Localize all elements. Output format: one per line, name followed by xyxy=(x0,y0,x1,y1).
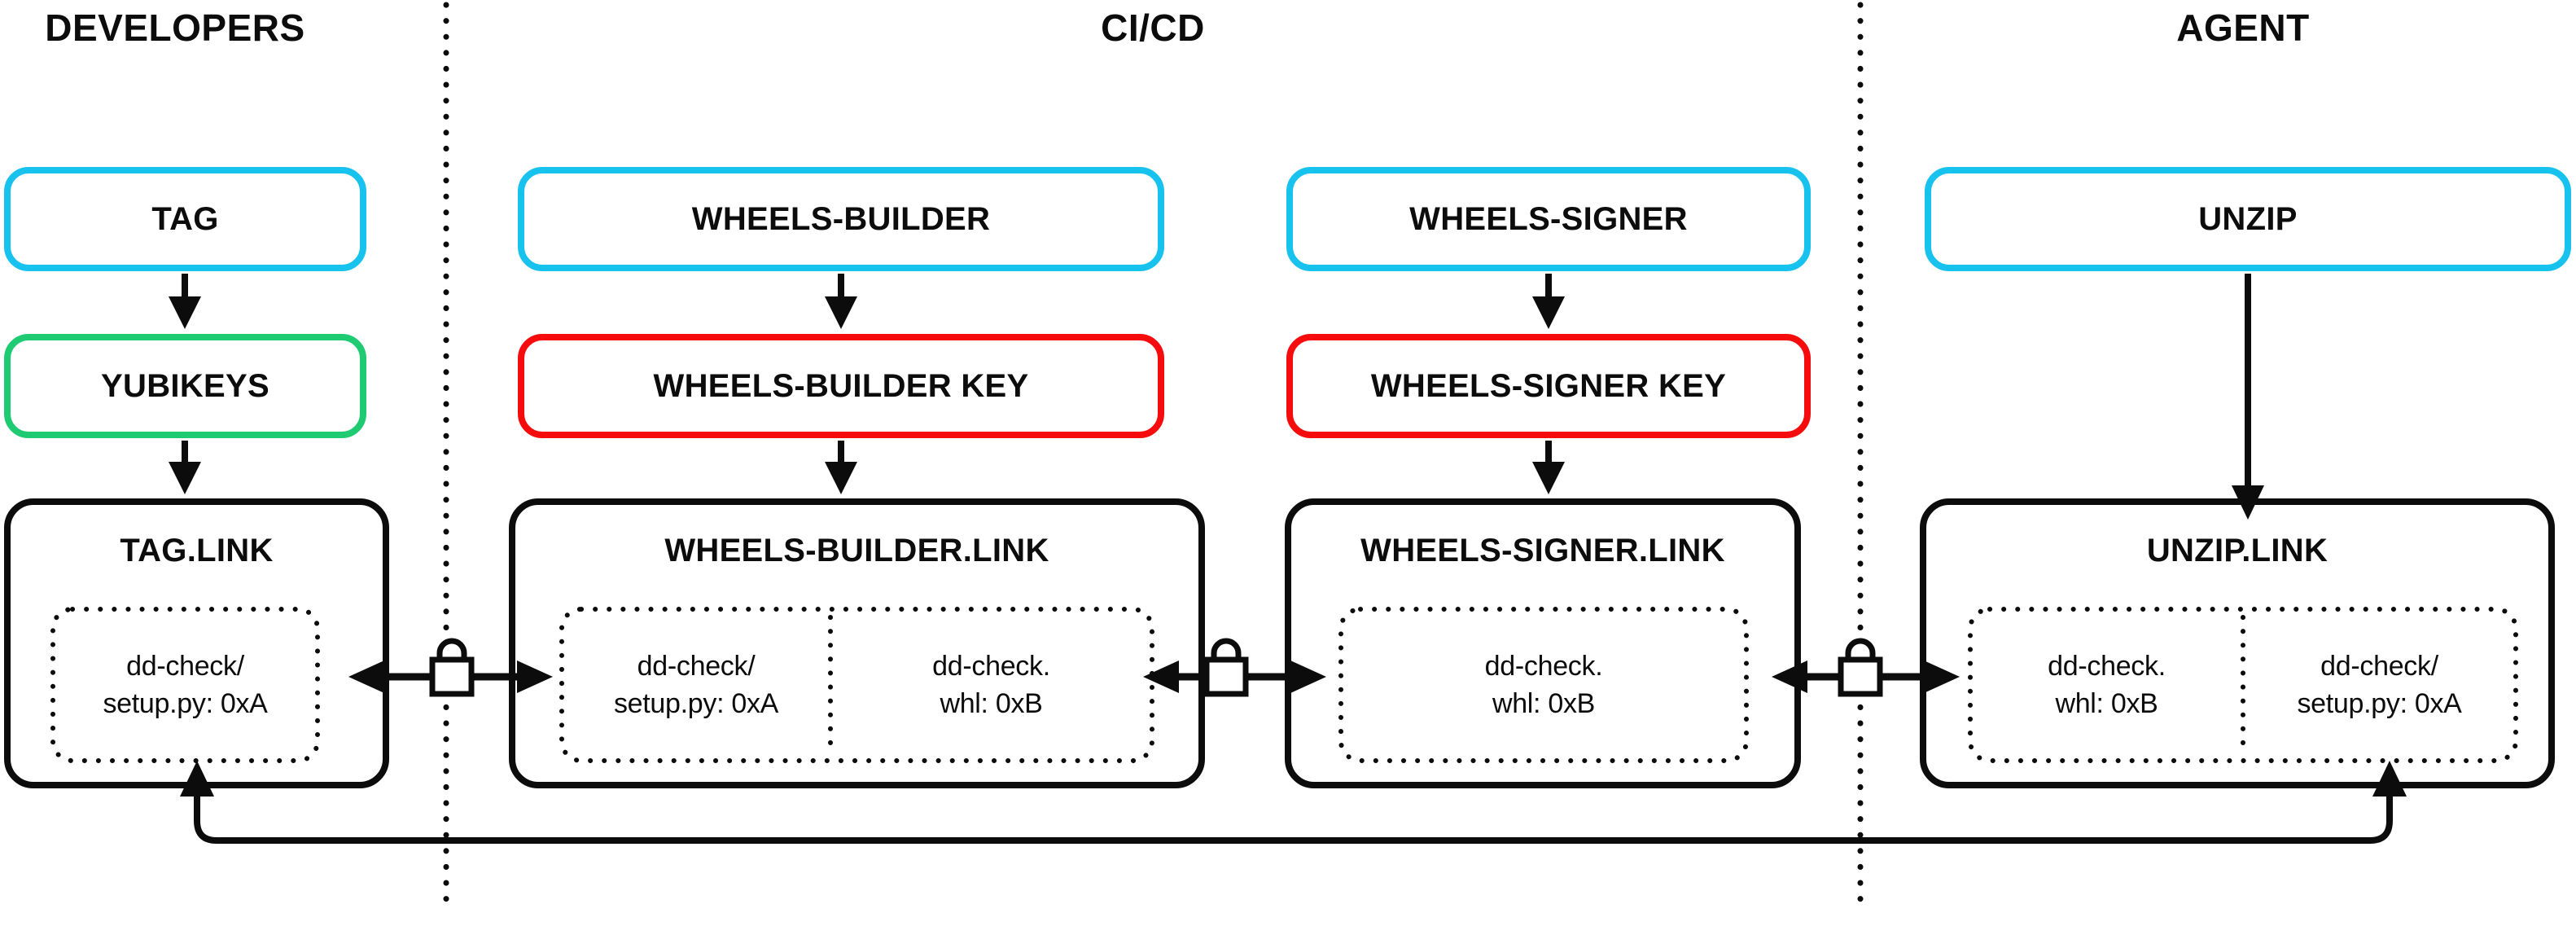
arrow-builder-to-builder-key xyxy=(825,274,857,329)
node-unzip-label: UNZIP xyxy=(2198,200,2298,237)
node-unzip-link-label: UNZIP.LINK xyxy=(2146,533,2328,568)
artifact-cell-signer-wheel: dd-check. whl: 0xB xyxy=(1341,609,1746,761)
node-wheels-signer-link-label: WHEELS-SIGNER.LINK xyxy=(1360,533,1725,568)
section-header-developers: DEVELOPERS xyxy=(45,7,305,49)
artifact-line: whl: 0xB xyxy=(2055,688,2158,719)
arrow-builder-key-to-builder-link xyxy=(825,441,857,494)
arrow-unzip-to-unzip-link xyxy=(2232,274,2264,520)
node-yubikeys: YUBIKEYS xyxy=(4,334,366,438)
artifact-cell-builder-setup: dd-check/ setup.py: 0xA xyxy=(562,609,830,761)
artifact-line: dd-check/ xyxy=(637,651,756,682)
artifact-line: whl: 0xB xyxy=(1492,688,1596,719)
section-header-cicd: CI/CD xyxy=(1101,7,1205,49)
node-wheels-builder: WHEELS-BUILDER xyxy=(518,167,1164,271)
artifact-line: dd-check. xyxy=(932,651,1050,682)
node-wheels-signer-key-label: WHEELS-SIGNER KEY xyxy=(1370,367,1727,404)
artifact-line: setup.py: 0xA xyxy=(103,688,268,719)
node-wheels-signer: WHEELS-SIGNER xyxy=(1286,167,1811,271)
artifact-line: dd-check/ xyxy=(2320,651,2438,682)
artifact-line: whl: 0xB xyxy=(940,688,1043,719)
lock-icon xyxy=(429,638,475,697)
node-tag-label: TAG xyxy=(151,200,219,237)
artifact-cell-tag-setup: dd-check/ setup.py: 0xA xyxy=(53,609,318,761)
node-yubikeys-label: YUBIKEYS xyxy=(101,367,269,404)
artifact-line: dd-check. xyxy=(1484,651,1603,682)
artifact-cell-builder-wheel: dd-check. whl: 0xB xyxy=(830,609,1152,761)
node-unzip: UNZIP xyxy=(1925,167,2571,271)
artifact-cell-unzip-wheel: dd-check. whl: 0xB xyxy=(1970,609,2243,761)
arrow-signer-to-signer-key xyxy=(1532,274,1565,329)
node-wheels-builder-key: WHEELS-BUILDER KEY xyxy=(518,334,1164,438)
node-tag: TAG xyxy=(4,167,366,271)
node-wheels-builder-label: WHEELS-BUILDER xyxy=(691,200,991,237)
lock-icon xyxy=(1203,638,1249,697)
node-wheels-signer-key: WHEELS-SIGNER KEY xyxy=(1286,334,1811,438)
lock-icon xyxy=(1838,638,1883,697)
node-wheels-builder-key-label: WHEELS-BUILDER KEY xyxy=(653,367,1029,404)
arrow-yubikeys-to-tag-link xyxy=(169,441,201,494)
artifact-line: setup.py: 0xA xyxy=(613,688,779,719)
artifact-line: dd-check. xyxy=(2048,651,2166,682)
artifact-line: setup.py: 0xA xyxy=(2297,688,2462,719)
node-wheels-signer-label: WHEELS-SIGNER xyxy=(1409,200,1688,237)
artifact-line: dd-check/ xyxy=(126,651,244,682)
section-header-agent: AGENT xyxy=(2176,7,2310,49)
artifact-cell-unzip-setup: dd-check/ setup.py: 0xA xyxy=(2243,609,2516,761)
node-tag-link-label: TAG.LINK xyxy=(120,533,274,568)
node-wheels-builder-link-label: WHEELS-BUILDER.LINK xyxy=(664,533,1049,568)
arrow-signer-key-to-signer-link xyxy=(1532,441,1565,494)
arrow-tag-to-yubikeys xyxy=(169,274,201,329)
